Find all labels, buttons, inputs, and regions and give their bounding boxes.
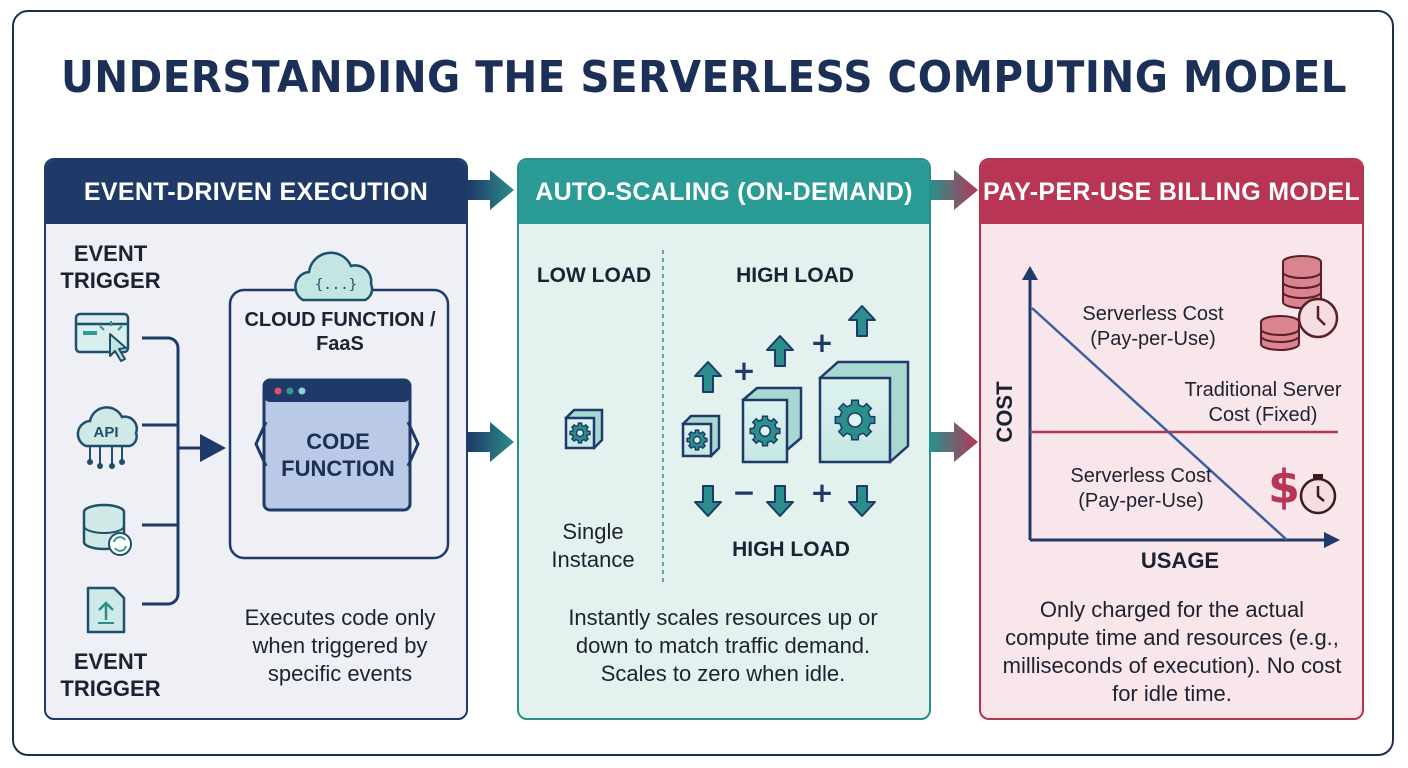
serverless-cost-label-lower: Serverless Cost (Pay-per-Use) <box>1070 465 1212 512</box>
plus-sign: + <box>810 476 833 509</box>
billing-description: Only charged for the actual compute time… <box>1002 597 1342 706</box>
trigger-arrowhead <box>200 434 226 462</box>
arrow-down-icon <box>694 485 722 517</box>
scale-arrows: + + − + <box>694 305 876 517</box>
arrow-middle-2-3 <box>931 422 978 462</box>
plus-sign: + <box>810 326 833 359</box>
gear-icon <box>569 422 591 444</box>
api-label: API <box>93 424 118 441</box>
page-title: UNDERSTANDING THE SERVERLESS COMPUTING M… <box>60 52 1348 103</box>
arrow-up-icon <box>848 305 876 337</box>
arrow-up-icon <box>694 361 722 393</box>
event-trigger-label-top: EVENT TRIGGER <box>60 241 161 293</box>
file-upload-icon <box>86 586 126 634</box>
code-function-window <box>254 378 420 512</box>
serverless-cost-line <box>1031 307 1288 541</box>
y-axis-arrowhead <box>1022 266 1038 280</box>
high-load-label-bottom: HIGH LOAD <box>732 538 850 561</box>
gear-icon <box>686 429 708 451</box>
panel-header-event-driven: EVENT-DRIVEN EXECUTION <box>46 160 466 224</box>
cloud-badge-label: {...} <box>315 277 357 293</box>
arrow-down-icon <box>766 485 794 517</box>
cloud-badge-icon: {...} <box>294 251 374 302</box>
database-sync-icon <box>82 503 132 556</box>
gear-icon <box>834 399 876 441</box>
single-instance-label: Single Instance <box>551 519 635 572</box>
minus-sign: − <box>732 476 755 509</box>
x-axis-label: USAGE <box>1140 548 1220 573</box>
panel-header-billing: PAY-PER-USE BILLING MODEL <box>981 160 1362 224</box>
arrow-header-1-2 <box>468 170 514 210</box>
coins-clock-icon <box>1260 255 1339 351</box>
cloud-function-title: CLOUD FUNCTION / FaaS <box>244 309 436 355</box>
serverless-cost-label-upper: Serverless Cost (Pay-per-Use) <box>1082 303 1224 350</box>
svg-text:$: $ <box>1268 460 1300 514</box>
arrow-up-icon <box>766 335 794 367</box>
browser-click-icon <box>74 312 130 362</box>
high-load-label-top: HIGH LOAD <box>736 264 854 287</box>
arrow-middle-1-2 <box>468 422 514 462</box>
dollar-stopwatch-icon: $ <box>1268 460 1337 515</box>
gear-icon <box>749 415 781 447</box>
auto-scaling-description: Instantly scales resources up or down to… <box>568 605 878 686</box>
trigger-connectors <box>142 336 204 606</box>
y-axis-label: COST <box>992 381 1017 443</box>
plus-sign: + <box>732 354 755 387</box>
arrow-header-2-3 <box>931 170 978 210</box>
cost-chart <box>1022 266 1340 548</box>
panel-billing: PAY-PER-USE BILLING MODEL <box>979 158 1364 720</box>
event-trigger-label-bottom: EVENT TRIGGER <box>60 649 161 701</box>
low-load-label: LOW LOAD <box>536 264 652 287</box>
x-axis-arrowhead <box>1324 532 1340 548</box>
code-function-label: CODE FUNCTION <box>281 429 395 481</box>
event-driven-description: Executes code only when triggered by spe… <box>244 605 436 686</box>
panel-header-auto-scaling: AUTO-SCALING (ON-DEMAND) <box>519 160 929 224</box>
traditional-cost-label: Traditional Server Cost (Fixed) <box>1184 379 1342 426</box>
gear-icons <box>569 399 876 451</box>
api-cloud-icon: API <box>76 406 139 469</box>
arrow-down-icon <box>848 485 876 517</box>
